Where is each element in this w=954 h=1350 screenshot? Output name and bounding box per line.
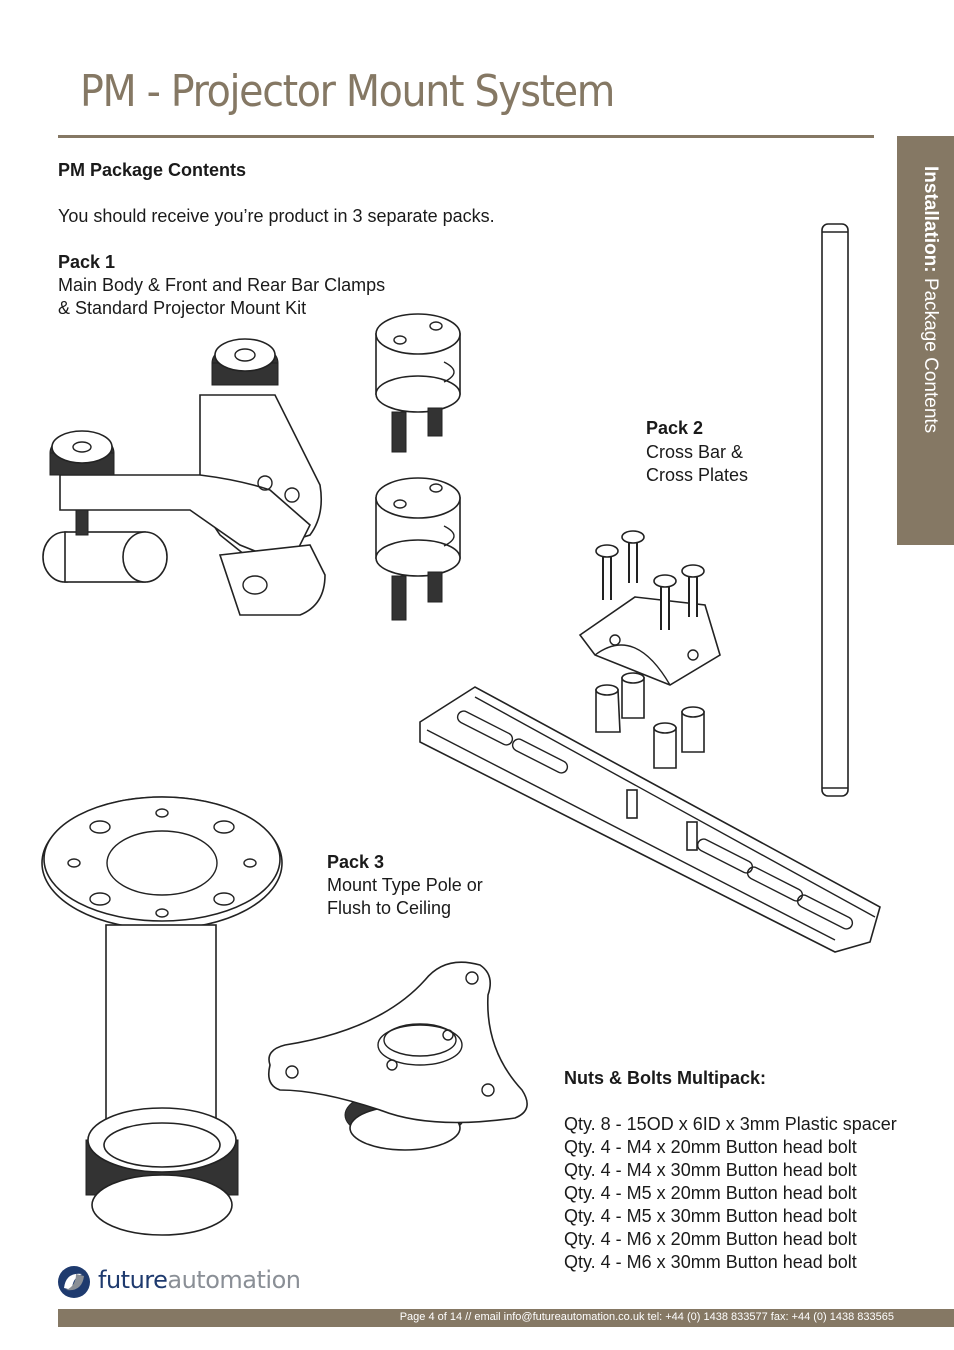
multipack-item: Qty. 4 - M5 x 20mm Button head bolt [564,1183,857,1203]
cross-plate-illustration [578,530,721,686]
bar-clamps-illustration [375,313,461,621]
pack2-title: Pack 2 [646,418,704,438]
multipack-item: Qty. 4 - M6 x 30mm Button head bolt [564,1252,857,1272]
multipack-item: Qty. 8 - 15OD x 6ID x 3mm Plastic spacer [564,1114,897,1134]
side-tab-label: Installation: Package Contents [911,166,941,433]
section-intro: You should receive you’re product in 3 s… [58,206,495,226]
multipack-item: Qty. 4 - M5 x 30mm Button head bolt [564,1206,857,1226]
plastic-spacers-illustration [595,672,705,769]
pack1-line2: & Standard Projector Mount Kit [58,298,307,318]
logo-word-future: future [98,1266,168,1294]
multipack-item: Qty. 4 - M6 x 20mm Button head bolt [564,1229,857,1249]
pack3-title: Pack 3 [327,852,385,872]
swirl-logo-icon [58,1266,90,1298]
pack3-line1: Mount Type Pole or [327,875,483,895]
main-body-illustration [42,338,326,616]
pack2-line2: Cross Plates [646,465,749,485]
logo-wordmark: futureautomation [98,1266,301,1294]
flush-ceiling-plate-illustration [267,961,528,1151]
section-side-tab: Installation: Package Contents [897,136,954,545]
footer-contact-text: Page 4 of 14 // email info@futureautomat… [399,1311,894,1323]
footer-bar: Page 4 of 14 // email info@futureautomat… [58,1309,954,1327]
multipack-item: Qty. 4 - M4 x 30mm Button head bolt [564,1160,857,1180]
cross-bar-pole-illustration [821,223,849,797]
pack3-line2: Flush to Ceiling [327,898,452,918]
section-heading: PM Package Contents [58,160,247,180]
multipack-item: Qty. 4 - M4 x 20mm Button head bolt [564,1137,857,1157]
company-logo: futureautomation [56,1264,306,1300]
multipack-title: Nuts & Bolts Multipack: [564,1068,767,1088]
page-title: PM - Projector Mount System [80,66,615,117]
pack1-line1: Main Body & Front and Rear Bar Clamps [58,275,386,295]
pack2-line1: Cross Bar & [646,442,744,462]
ceiling-pole-illustration [41,796,283,1236]
logo-word-automation: automation [167,1266,301,1294]
pack1-title: Pack 1 [58,252,116,272]
side-tab-label-normal: Package Contents [920,272,941,434]
title-divider [58,135,874,138]
cross-bar-channel-illustration [419,686,881,953]
side-tab-label-bold: Installation: [920,166,941,273]
